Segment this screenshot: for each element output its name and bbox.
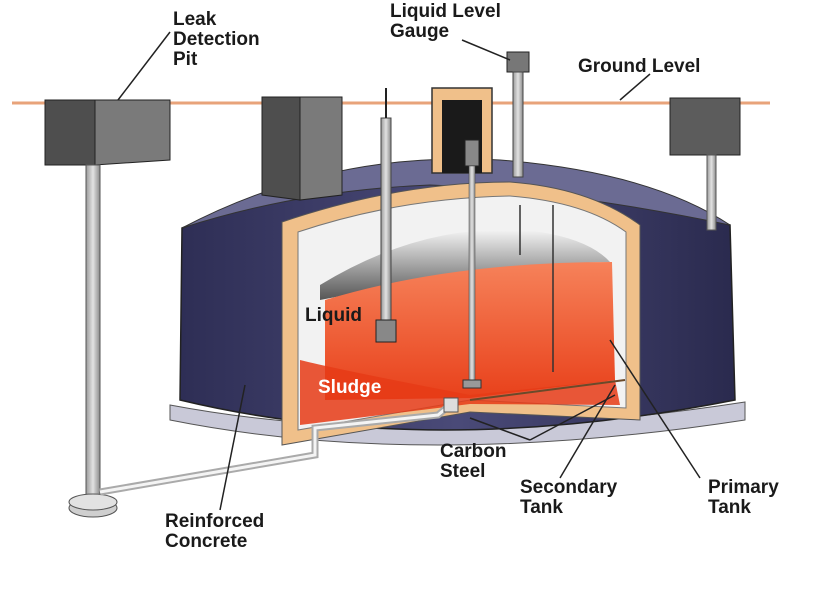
sludge-region [300,360,620,425]
label-liquid: Liquid [305,305,362,326]
leader-ground [619,73,651,101]
right-riser-box [669,97,741,156]
drain-collector [443,397,459,413]
gauge-probe-head [464,139,480,167]
leader-leak-pit [117,31,171,101]
label-ground-level: Ground Level [578,56,701,77]
level-gauge-top [506,51,530,73]
label-liquid-level-gauge: Liquid Level Gauge [390,1,501,42]
label-reinforced-concrete: Reinforced Concrete [165,511,265,552]
vapor-space [320,229,610,300]
leader-carbon-steel-2 [469,417,531,441]
sampler-plumb [375,319,397,343]
leader-primary [609,339,701,479]
riser-box-side [299,96,343,201]
label-secondary-tank: Secondary Tank [520,477,618,518]
gauge-probe-foot [462,379,482,389]
secondary-tank-wall [469,379,626,401]
leader-carbon-steel-1 [529,394,616,441]
label-carbon-steel: Carbon Steel [440,441,507,482]
drain-pipe-outline [99,403,451,494]
leak-pit-box-front [44,99,96,166]
gauge-probe-rod [468,165,476,389]
leader-concrete [219,384,246,511]
riser-box-front [261,96,301,201]
label-primary-tank: Primary Tank [708,477,779,518]
level-gauge-pipe [512,71,524,178]
label-sludge: Sludge [318,377,382,398]
sampler-rod [380,117,392,329]
label-leak-detection-pit: Leak Detection Pit [173,9,260,70]
leak-pit-base-top [68,493,118,511]
leak-pit-box-side [94,99,171,166]
leader-secondary [559,384,616,479]
leak-pit-riser [85,164,101,506]
right-riser-pipe [706,154,717,231]
leader-gauge [461,39,511,61]
